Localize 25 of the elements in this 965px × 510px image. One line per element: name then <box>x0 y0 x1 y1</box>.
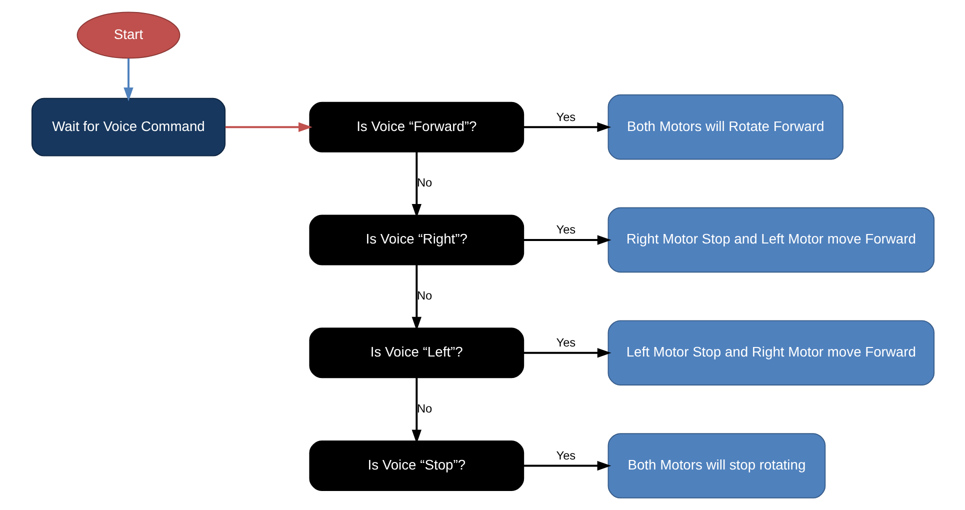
node-box: Is Voice “Right”? <box>308 214 524 266</box>
arrow <box>523 122 611 132</box>
arrow <box>523 348 611 358</box>
node-box: Is Voice “Stop”? <box>308 440 524 491</box>
arrow <box>123 58 133 102</box>
edge-label: Yes <box>556 110 576 124</box>
node-ellipse: Start <box>76 12 180 59</box>
edge-label: No <box>416 288 432 302</box>
edge-label: Yes <box>556 222 576 237</box>
node-box: Wait for Voice Command <box>30 98 226 156</box>
arrow <box>523 460 611 471</box>
edge-label: No <box>416 176 432 190</box>
edge-label: Yes <box>556 336 576 350</box>
node-box: Is Voice “Forward”? <box>308 102 524 152</box>
arrow <box>523 235 611 245</box>
node-box: Both Motors will Rotate Forward <box>607 94 843 160</box>
arrow <box>411 264 422 331</box>
node-box: Both Motors will stop rotating <box>607 433 826 498</box>
node-box: Left Motor Stop and Right Motor move Forward <box>607 320 934 386</box>
node-box: Is Voice “Left”? <box>308 328 524 378</box>
arrow <box>411 152 422 218</box>
edge-label: No <box>416 401 432 416</box>
arrow <box>224 122 312 132</box>
node-box: Right Motor Stop and Left Motor move Forward <box>607 207 934 273</box>
edge-label: Yes <box>556 448 576 462</box>
